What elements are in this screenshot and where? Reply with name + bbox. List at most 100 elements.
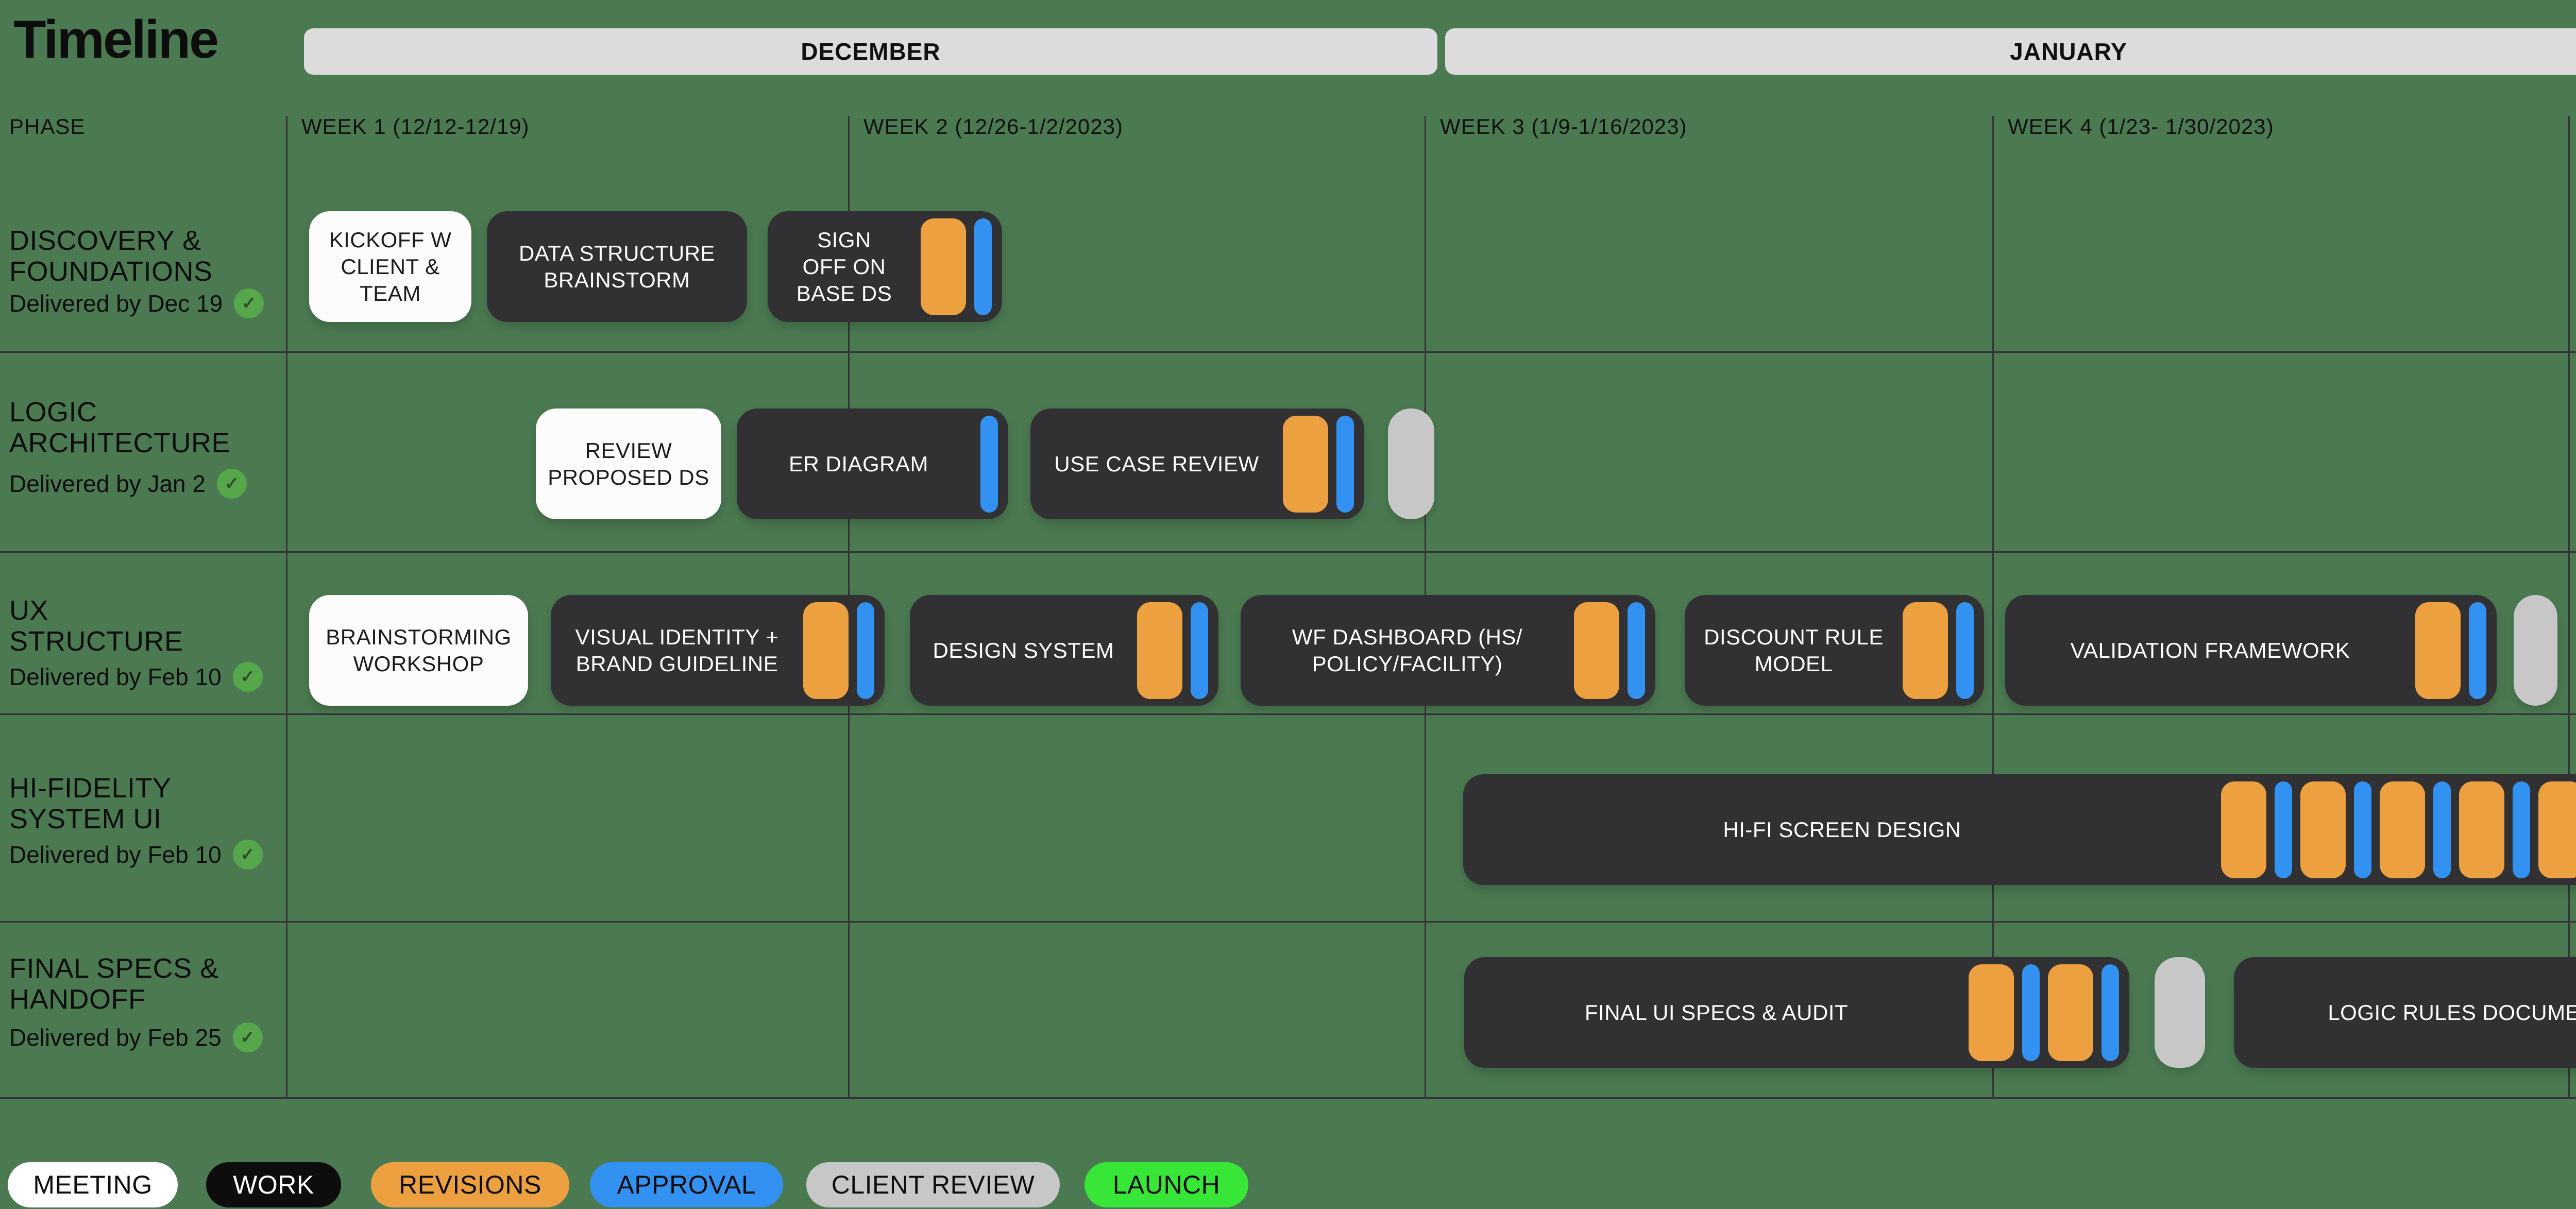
revisions-chip (2538, 781, 2576, 878)
approval-chip (2275, 781, 2292, 878)
legend-client-review[interactable]: CLIENT REVIEW (806, 1162, 1060, 1207)
task-label: VALIDATION FRAMEWORK (2070, 638, 2350, 662)
check-circle-icon (232, 1023, 263, 1052)
approval-chip (857, 602, 874, 699)
revisions-chip (2459, 781, 2504, 878)
delivered-text: Delivered by Jan 2 (9, 470, 206, 497)
status-chips (1574, 602, 1655, 699)
task-validation-framework[interactable]: VALIDATION FRAMEWORK (2005, 595, 2497, 706)
task-er-diagram[interactable]: ER DIAGRAM (737, 408, 1008, 519)
week-header-4: WEEK 4 (1/23- 1/30/2023) (2008, 114, 2274, 139)
task-brainstorming-workshop[interactable]: BRAINSTORMING WORKSHOP (309, 595, 528, 706)
task-label: DATA STRUCTURE BRAINSTORM (518, 241, 716, 292)
task-discount-rule-model[interactable]: DISCOUNT RULE MODEL (1685, 595, 1984, 706)
status-chips (1283, 415, 1364, 513)
phase-delivered-date: Delivered by Feb 10 (9, 840, 263, 870)
check-circle-icon (216, 469, 247, 499)
approval-chip (1191, 602, 1208, 699)
phase-delivered-date: Delivered by Dec 19 (9, 288, 264, 318)
phase-label: LOGIC ARCHITECTURE (9, 397, 231, 458)
week-header-2: WEEK 2 (12/26-1/2/2023) (863, 114, 1123, 139)
task-wf-dashboard[interactable]: WF DASHBOARD (HS/ POLICY/FACILITY) (1241, 595, 1655, 706)
revisions-chip (1283, 415, 1328, 513)
status-chips (1903, 602, 1984, 699)
task-label: VISUAL IDENTITY + BRAND GUIDELINE (575, 624, 779, 676)
task-label: KICKOFF W CLIENT & TEAM (329, 227, 452, 305)
legend-launch[interactable]: LAUNCH (1084, 1162, 1248, 1207)
delivered-text: Delivered by Feb 10 (9, 663, 222, 690)
page-title: Timeline (13, 10, 219, 70)
grid-vline-4 (1992, 116, 1994, 1097)
phase-label: DISCOVERY & FOUNDATIONS (9, 225, 213, 287)
task-label: REVIEW PROPOSED DS (548, 438, 709, 489)
revisions-chip (2415, 602, 2461, 699)
task-design-system[interactable]: DESIGN SYSTEM (910, 595, 1218, 706)
check-circle-icon (234, 288, 264, 318)
week-header-1: WEEK 1 (12/12-12/19) (301, 114, 530, 139)
month-header-january: JANUARY (1445, 28, 2576, 75)
status-chips (1137, 602, 1218, 699)
legend-meeting[interactable]: MEETING (8, 1162, 178, 1207)
task-logic-rules-documentation[interactable]: LOGIC RULES DOCUMENTATION (2234, 957, 2576, 1068)
task-hifi-screen-design[interactable]: HI-FI SCREEN DESIGN (1463, 774, 2576, 885)
revisions-chip (1137, 602, 1182, 699)
phase-delivered-date: Delivered by Feb 10 (9, 662, 263, 692)
task-sign-off-on-base-ds[interactable]: SIGN OFF ON BASE DS (768, 211, 1002, 322)
legend-revisions[interactable]: REVISIONS (371, 1162, 569, 1207)
client-review-chip[interactable] (2514, 595, 2557, 706)
task-review-proposed-ds[interactable]: REVIEW PROPOSED DS (536, 408, 721, 519)
task-visual-identity-brand-guideline[interactable]: VISUAL IDENTITY + BRAND GUIDELINE (551, 595, 885, 706)
legend-approval[interactable]: APPROVAL (590, 1162, 783, 1207)
task-label: DESIGN SYSTEM (933, 638, 1114, 662)
grid-hline-2 (0, 551, 2576, 553)
client-review-chip[interactable] (2155, 957, 2205, 1068)
task-final-ui-specs-audit[interactable]: FINAL UI SPECS & AUDIT (1464, 957, 2129, 1068)
revisions-chip (2221, 781, 2266, 878)
check-circle-icon (232, 840, 263, 870)
revisions-chip (803, 602, 849, 699)
approval-chip (974, 218, 992, 315)
task-data-structure-brainstorm[interactable]: DATA STRUCTURE BRAINSTORM (487, 211, 747, 322)
approval-chip (1336, 415, 1354, 513)
approval-chip (1628, 602, 1645, 699)
task-kickoff-w-client-team[interactable]: KICKOFF W CLIENT & TEAM (309, 211, 471, 322)
grid-hline-5 (0, 1097, 2576, 1099)
task-label: DISCOUNT RULE MODEL (1704, 624, 1884, 676)
delivered-text: Delivered by Dec 19 (9, 290, 223, 317)
task-label: LOGIC RULES DOCUMENTATION (2328, 1000, 2576, 1025)
task-label: SIGN OFF ON BASE DS (796, 227, 892, 305)
grid-hline-1 (0, 351, 2576, 353)
approval-chip (980, 415, 998, 513)
delivered-text: Delivered by Feb 25 (9, 1024, 222, 1051)
status-chips (1969, 964, 2129, 1061)
legend-work[interactable]: WORK (206, 1162, 341, 1207)
grid-vline-1 (286, 116, 287, 1097)
task-label: WF DASHBOARD (HS/ POLICY/FACILITY) (1292, 624, 1523, 676)
approval-chip (2102, 964, 2119, 1061)
phase-label: FINAL SPECS & HANDOFF (9, 953, 219, 1015)
revisions-chip (1969, 964, 2014, 1061)
approval-chip (2354, 781, 2371, 878)
check-circle-icon (232, 662, 263, 692)
grid-hline-4 (0, 921, 2576, 923)
grid-hline-3 (0, 713, 2576, 715)
approval-chip (1956, 602, 1974, 699)
month-header-december: DECEMBER (304, 28, 1437, 75)
status-chips (921, 218, 1002, 315)
approval-chip (2433, 781, 2451, 878)
delivered-text: Delivered by Feb 10 (9, 841, 222, 868)
task-use-case-review[interactable]: USE CASE REVIEW (1030, 408, 1364, 519)
week-header-3: WEEK 3 (1/9-1/16/2023) (1440, 114, 1687, 139)
task-label: FINAL UI SPECS & AUDIT (1584, 1000, 1849, 1025)
approval-chip (2469, 602, 2486, 699)
phase-label: UX STRUCTURE (9, 595, 183, 657)
status-chips (803, 602, 885, 699)
status-chips (2221, 781, 2576, 878)
approval-chip (2022, 964, 2040, 1061)
phase-column-header: PHASE (9, 114, 86, 139)
revisions-chip (1903, 602, 1948, 699)
revisions-chip (2300, 781, 2346, 878)
client-review-chip[interactable] (1388, 408, 1434, 519)
revisions-chip (921, 218, 966, 315)
task-label: HI-FI SCREEN DESIGN (1723, 817, 1961, 842)
